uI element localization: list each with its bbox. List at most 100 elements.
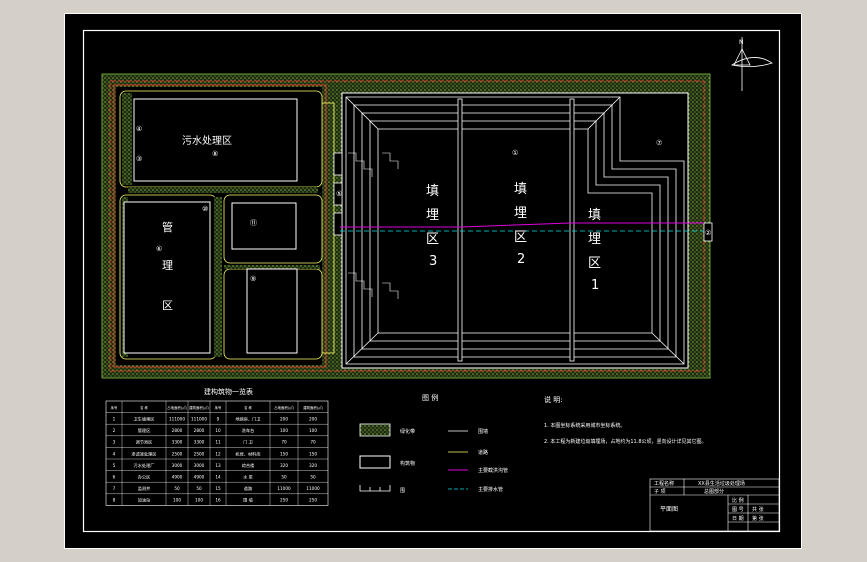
schedule-cell: 11000 bbox=[306, 486, 320, 491]
marker: ⑤ bbox=[336, 190, 342, 198]
schedule-cell: 3300 bbox=[194, 440, 205, 445]
schedule-cell: 调节池区 bbox=[136, 439, 153, 446]
schedule-cell: 门 卫 bbox=[243, 439, 253, 446]
schedule-header-cell: 建筑面积(㎡) bbox=[189, 405, 209, 410]
marker: ⑧ bbox=[212, 150, 218, 158]
schedule-cell: 3300 bbox=[172, 440, 183, 445]
circled-markers: ④ ③ ⑧ ⑥ ⑩ ⑪ ⑨ ① ⑦ ⑤ ② bbox=[136, 125, 711, 283]
legend-fence-symbol bbox=[359, 485, 391, 492]
landfill-outer bbox=[341, 92, 689, 369]
drawing-sheet: N bbox=[64, 13, 802, 549]
inner-frame bbox=[82, 29, 781, 533]
schedule-cell: 150 bbox=[309, 451, 317, 456]
legend-wall-label: 围墙 bbox=[478, 428, 488, 435]
schedule-cell: 15 bbox=[215, 486, 221, 491]
schedule-cell: 11000 bbox=[277, 486, 291, 491]
schedule-cell: 洗车台 bbox=[242, 427, 255, 434]
schedule-cell: 4 bbox=[113, 451, 116, 456]
schedule-cell: 50 bbox=[174, 486, 180, 491]
marker: ④ bbox=[136, 125, 142, 133]
inner-fence bbox=[113, 84, 327, 368]
schedule-cell: 6 bbox=[113, 474, 116, 479]
schedule-cell: 12 bbox=[215, 451, 221, 456]
outer-frame bbox=[64, 13, 802, 549]
sewage-treatment-area bbox=[133, 98, 298, 182]
schedule-cell: 地磅房、门卫 bbox=[235, 415, 260, 422]
legend-green-label: 绿化带 bbox=[400, 428, 415, 435]
mgmt-char-3: 区 bbox=[162, 299, 173, 312]
marker: ② bbox=[705, 229, 711, 237]
north-arrow-icon: N bbox=[730, 37, 773, 91]
legend-green-swatch bbox=[359, 423, 391, 437]
schedule-cell: 111000 bbox=[169, 416, 185, 421]
schedule-header-cell: 名 称 bbox=[244, 405, 252, 410]
schedule-cell: 水 泵 bbox=[243, 473, 253, 479]
svg-text:N: N bbox=[739, 39, 744, 46]
schedule-cell: 围 墙 bbox=[243, 497, 253, 504]
schedule-cell: 5 bbox=[113, 463, 116, 468]
schedule-cell: 100 bbox=[309, 428, 317, 433]
marker: ⑨ bbox=[250, 275, 256, 283]
schedule-cell: 管理区 bbox=[138, 427, 151, 434]
schedule-cell: 2500 bbox=[194, 451, 205, 456]
sewage-label: 污水处理区 bbox=[182, 135, 232, 147]
schedule-cell: 3000 bbox=[172, 463, 183, 468]
marker: ① bbox=[512, 149, 518, 157]
legend-structure-swatch bbox=[359, 455, 391, 469]
schedule-cell: 监测井 bbox=[138, 485, 151, 492]
title-block bbox=[649, 478, 780, 532]
site-plan-drawing: N bbox=[64, 13, 802, 549]
schedule-cell: 70 bbox=[281, 440, 287, 445]
schedule-cell: 污水处理厂 bbox=[134, 462, 155, 469]
lf3-c4: 3 bbox=[429, 254, 437, 269]
schedule-cell: 1 bbox=[113, 416, 116, 421]
schedule-header-cell: 占地面积(㎡) bbox=[167, 405, 187, 410]
tb-sheet-name: 平面图 bbox=[660, 506, 678, 513]
schedule-cell: 4900 bbox=[172, 474, 183, 479]
flood-channel bbox=[340, 222, 704, 228]
tb-page: 第 张 bbox=[752, 515, 764, 522]
mgmt-char-1: 管 bbox=[162, 220, 173, 234]
tb-drawing: 子 项 bbox=[654, 488, 666, 495]
tb-drawing-value: 总图部分 bbox=[704, 488, 724, 495]
legend-title: 图 例 bbox=[422, 393, 438, 402]
tb-project-value: XX县生活垃圾处理场 bbox=[698, 480, 745, 487]
schedule-cell: 100 bbox=[195, 498, 203, 503]
schedule-cell: 2800 bbox=[172, 428, 183, 433]
notes-title: 说 明: bbox=[544, 395, 563, 404]
lf3-c1: 填 bbox=[426, 184, 439, 199]
pump-building bbox=[231, 202, 297, 250]
management-area bbox=[123, 201, 211, 354]
schedule-cell: 13 bbox=[215, 463, 221, 468]
note-line-1: 1. 本图坐标系统采用城市坐标系统。 bbox=[544, 422, 625, 429]
tb-project: 工程名称 bbox=[654, 480, 674, 487]
schedule-cell: 渗滤液处理区 bbox=[131, 450, 156, 457]
schedule-cell: 3000 bbox=[194, 463, 205, 468]
schedule-cell: 320 bbox=[309, 463, 317, 468]
marker: ⑥ bbox=[156, 245, 162, 253]
title-block-text: 工程名称 XX县生活垃圾处理场 子 项 总图部分 平面图 比 例 图 号 日 期… bbox=[654, 480, 764, 522]
landfill-terraces bbox=[345, 96, 685, 365]
mgmt-char-2: 理 bbox=[162, 259, 173, 272]
schedule-cell: 2 bbox=[113, 428, 116, 433]
schedule-frame bbox=[105, 400, 329, 506]
schedule-cell: 卫生填埋区 bbox=[134, 415, 155, 422]
schedule-cell: 16 bbox=[215, 498, 221, 503]
schedule-header-cell: 名 称 bbox=[140, 405, 148, 410]
schedule-cell: 320 bbox=[280, 463, 288, 468]
schedule-cell: 加油站 bbox=[138, 497, 151, 504]
schedule-cell: 办公区 bbox=[138, 473, 151, 480]
tb-date: 日 期 bbox=[732, 516, 744, 522]
tb-scale: 比 例 bbox=[732, 497, 744, 504]
schedule-cell: 150 bbox=[280, 451, 288, 456]
schedule-cell: 14 bbox=[215, 474, 221, 479]
schedule-cell: 250 bbox=[280, 498, 288, 503]
schedule-cell: 50 bbox=[310, 474, 316, 479]
legend-structure-label: 构筑物 bbox=[400, 460, 415, 467]
schedule-header-cell: 序号 bbox=[215, 405, 222, 410]
schedule-header-cell: 建筑面积(㎡) bbox=[303, 405, 323, 410]
schedule-cell: 机修、材料库 bbox=[235, 450, 260, 457]
schedule-header-cell: 序号 bbox=[111, 405, 118, 410]
schedule-cell: 7 bbox=[113, 486, 116, 491]
lf1-c1: 填 bbox=[588, 208, 601, 223]
